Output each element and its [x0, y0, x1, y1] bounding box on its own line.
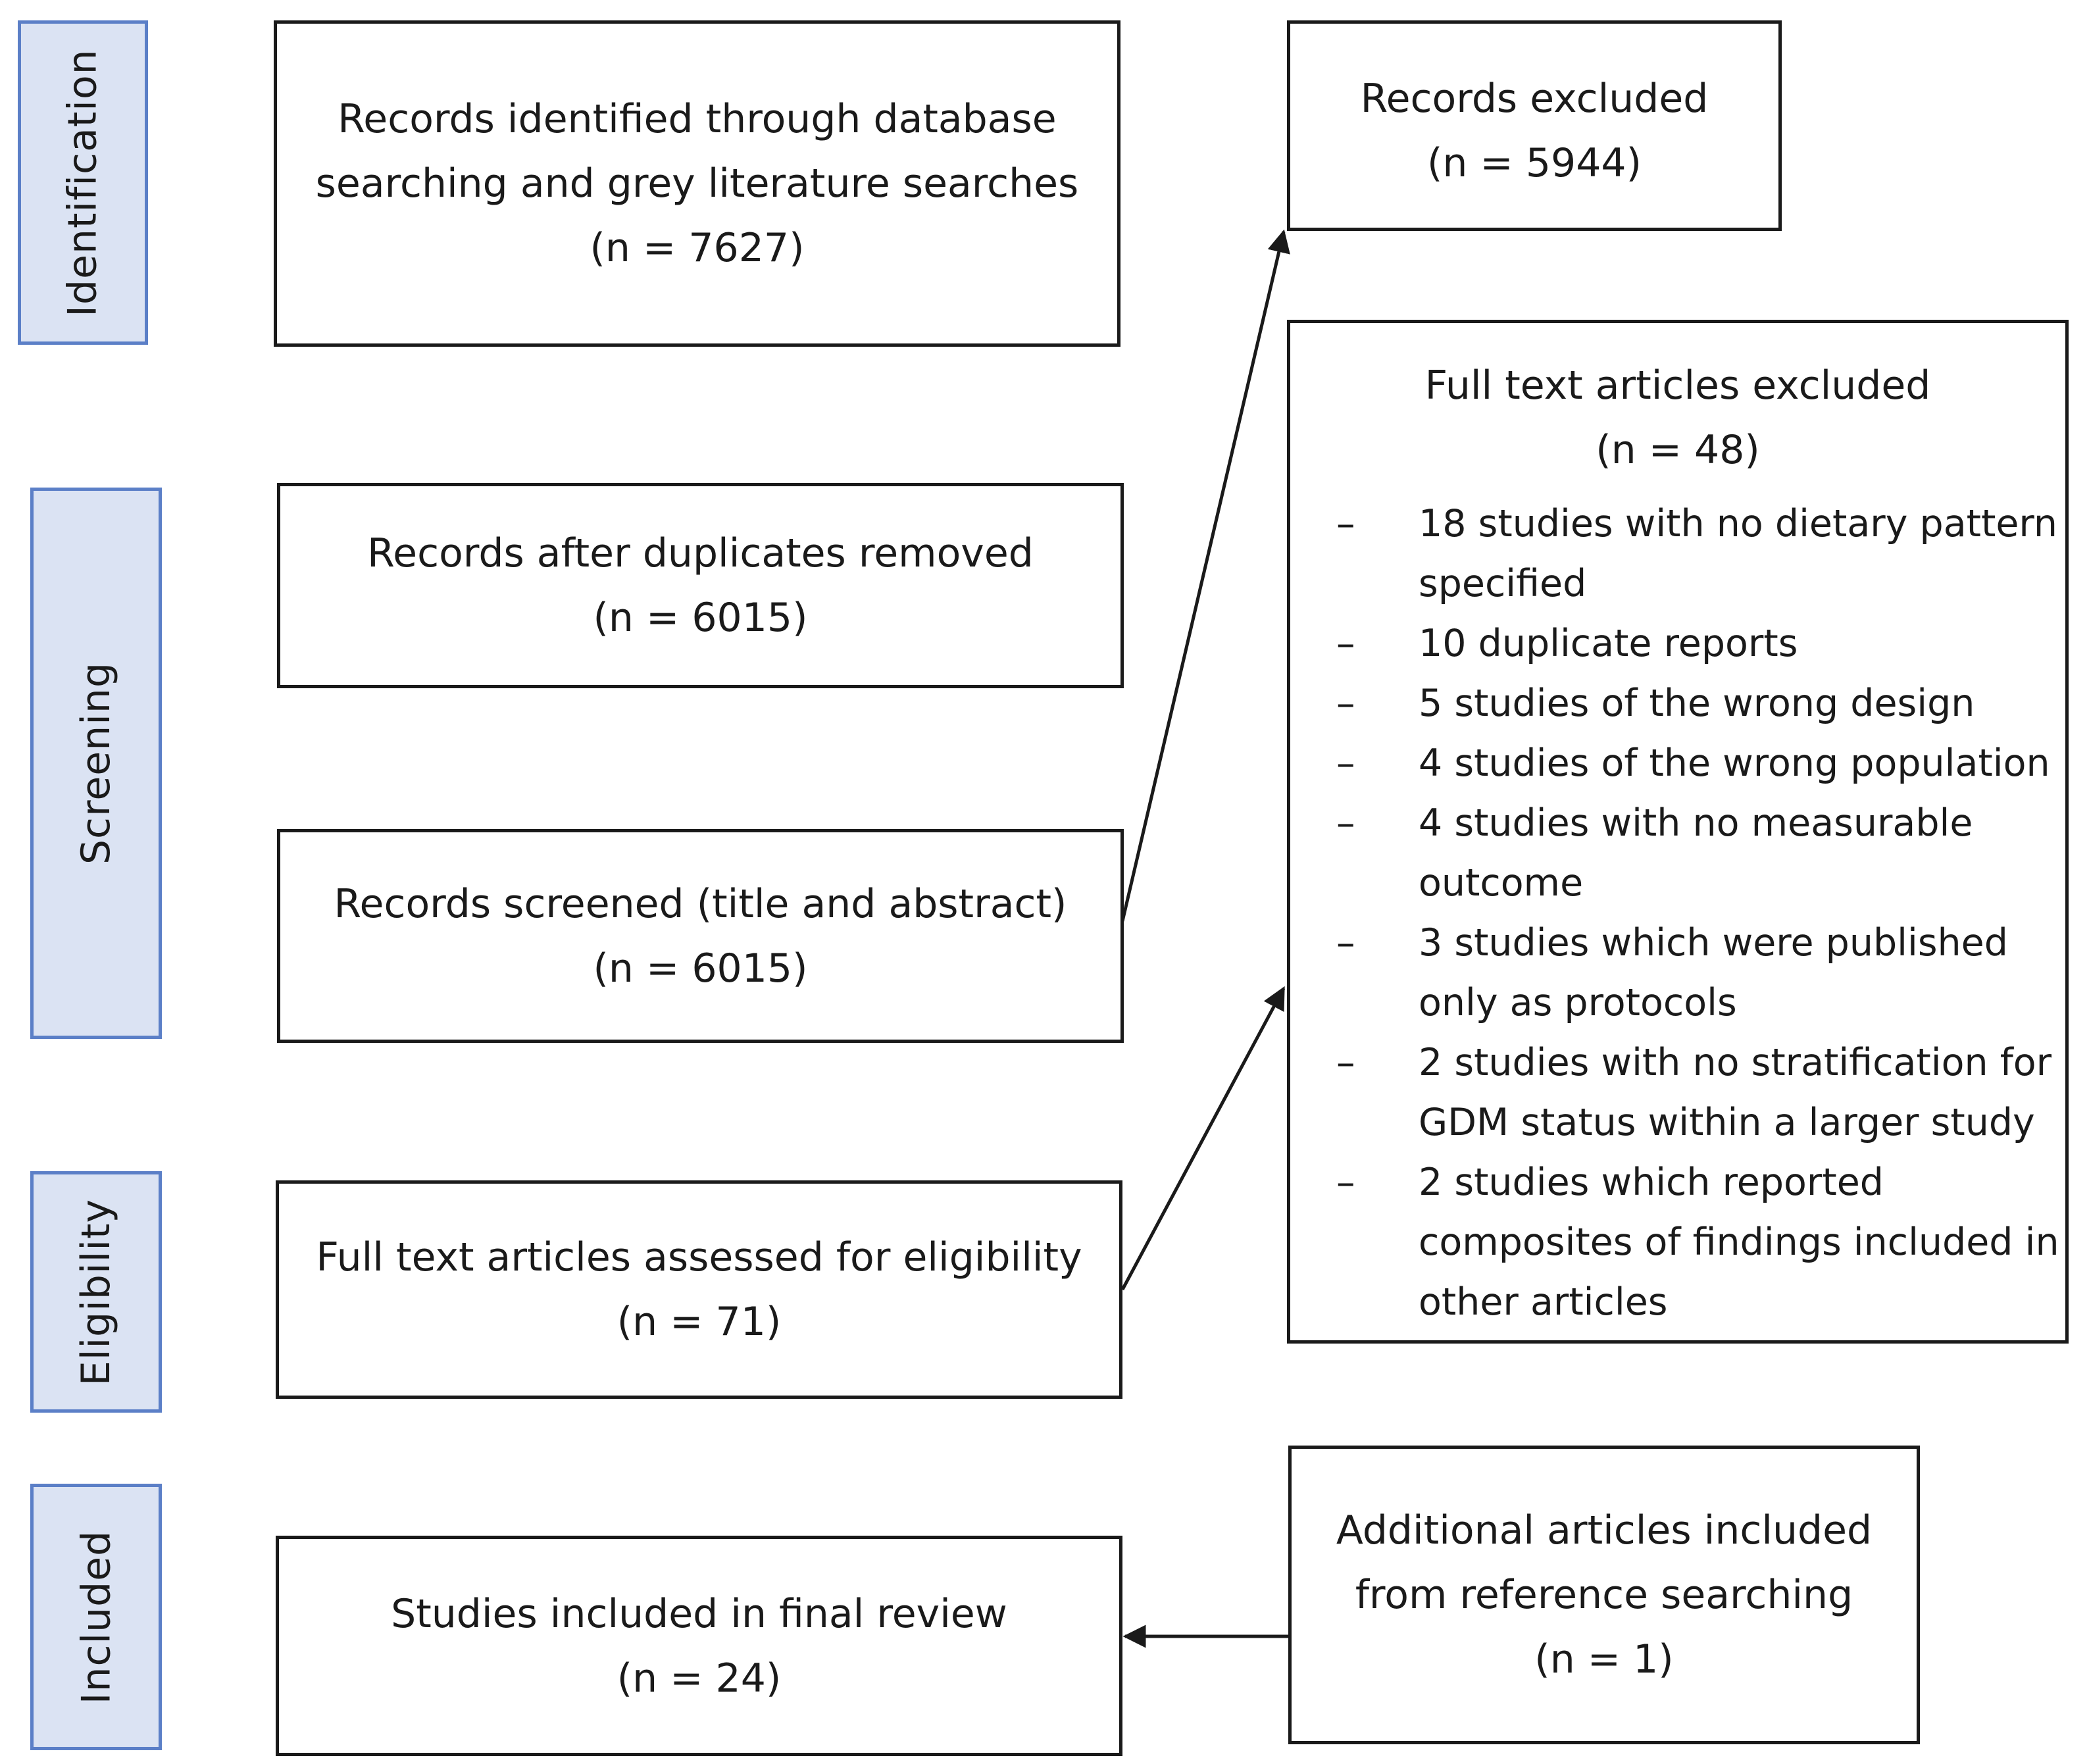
records-screened-box: Records screened (title and abstract) (n… [277, 829, 1124, 1043]
fulltext-excluded-title: Full text articles excluded [1424, 363, 1931, 409]
list-dash: – [1336, 1161, 1355, 1204]
exclusion-reason-line: GDM status within a larger study [1419, 1101, 2035, 1144]
fulltext-excluded-box: Full text articles excluded (n = 48) – 1… [1287, 320, 2069, 1344]
exclusion-reason-line: other articles [1419, 1280, 1668, 1324]
exclusion-reason: – 4 studies of the wrong population [1290, 734, 2065, 794]
list-dash: – [1336, 502, 1355, 545]
additional-articles-line1: Additional articles included [1336, 1507, 1873, 1553]
exclusion-reason-line: 2 studies which reported [1419, 1161, 1884, 1204]
additional-articles-line2: from reference searching [1355, 1572, 1853, 1618]
final-review-line1: Studies included in final review [391, 1590, 1007, 1637]
exclusion-reason-line: 10 duplicate reports [1419, 622, 1798, 665]
exclusion-reason: – 10 duplicate reports [1290, 614, 2065, 674]
records-screened-count: (n = 6015) [593, 945, 808, 992]
list-dash: – [1336, 682, 1355, 725]
stage-included: Included [30, 1484, 162, 1750]
final-review-box: Studies included in final review (n = 24… [276, 1536, 1122, 1756]
records-screened-line1: Records screened (title and abstract) [334, 880, 1067, 927]
fulltext-assessed-count: (n = 71) [617, 1299, 782, 1345]
exclusion-reason: – 5 studies of the wrong design [1290, 674, 2065, 734]
exclusion-reason-line: only as protocols [1419, 981, 1737, 1024]
list-dash: – [1336, 801, 1355, 845]
additional-articles-box: Additional articles included from refere… [1288, 1446, 1920, 1744]
exclusion-reason: – 18 studies with no dietary pattern spe… [1290, 494, 2065, 614]
stage-eligibility: Eligibility [30, 1171, 162, 1413]
list-dash: – [1336, 1041, 1355, 1084]
records-excluded-box: Records excluded (n = 5944) [1287, 20, 1782, 231]
exclusion-reason: – 2 studies which reported composites of… [1290, 1153, 2065, 1332]
exclusion-reasons-list: – 18 studies with no dietary pattern spe… [1290, 494, 2065, 1332]
records-identified-box: Records identified through database sear… [274, 20, 1120, 347]
exclusion-reason-line: 5 studies of the wrong design [1419, 682, 1975, 725]
exclusion-reason-line: 4 studies with no measurable [1419, 801, 1973, 845]
exclusion-reason-line: 4 studies of the wrong population [1419, 742, 2050, 785]
duplicates-removed-count: (n = 6015) [593, 595, 808, 641]
records-excluded-count: (n = 5944) [1427, 140, 1642, 186]
exclusion-reason-line: 18 studies with no dietary pattern [1419, 502, 2057, 545]
exclusion-reason-line: 3 studies which were published [1419, 921, 2008, 965]
records-identified-line1: Records identified through database [338, 96, 1057, 142]
exclusion-reason: – 3 studies which were published only as… [1290, 913, 2065, 1033]
exclusion-reason-line: 2 studies with no stratification for [1419, 1041, 2052, 1084]
stage-identification: Identification [18, 20, 148, 345]
stage-screening: Screening [30, 488, 162, 1039]
list-dash: – [1336, 921, 1355, 965]
exclusion-reason-line: outcome [1419, 861, 1584, 905]
duplicates-removed-box: Records after duplicates removed (n = 60… [277, 483, 1124, 688]
list-dash: – [1336, 742, 1355, 785]
fulltext-assessed-box: Full text articles assessed for eligibil… [276, 1180, 1122, 1399]
exclusion-reason-line: specified [1419, 562, 1587, 605]
arrow-screened-to-excluded [1120, 229, 1290, 922]
exclusion-reason: – 2 studies with no stratification for G… [1290, 1033, 2065, 1153]
arrow-assessed-to-fulltext-excluded [1120, 986, 1286, 1291]
final-review-count: (n = 24) [617, 1655, 782, 1701]
fulltext-excluded-count: (n = 48) [1596, 427, 1760, 473]
duplicates-removed-line1: Records after duplicates removed [367, 530, 1034, 576]
records-identified-count: (n = 7627) [590, 225, 805, 271]
records-excluded-line1: Records excluded [1360, 76, 1709, 122]
list-dash: – [1336, 622, 1355, 665]
records-identified-line2: searching and grey literature searches [315, 161, 1079, 207]
exclusion-reason-line: composites of findings included in [1419, 1221, 2059, 1264]
exclusion-reason: – 4 studies with no measurable outcome [1290, 794, 2065, 913]
fulltext-assessed-line1: Full text articles assessed for eligibil… [316, 1234, 1082, 1280]
additional-articles-count: (n = 1) [1534, 1636, 1674, 1682]
